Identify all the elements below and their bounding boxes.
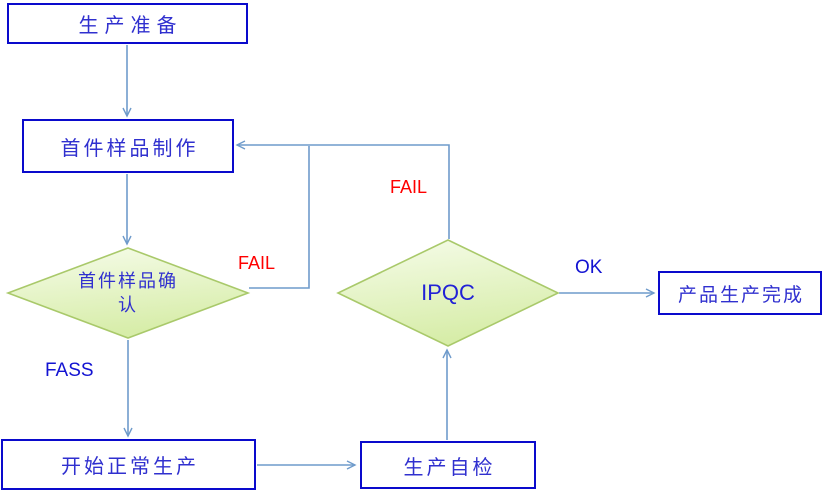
- diamond-ipqc: [336, 239, 560, 347]
- node-product-complete-label: 产品生产完成: [677, 283, 804, 306]
- edge-label-fail-ipqc: FAIL: [390, 177, 428, 197]
- edge-ipqc-fail-to-first-sample: [235, 140, 450, 239]
- node-production-preparation: 生产准备: [7, 3, 248, 44]
- edge-first-confirm-fail-segment: [249, 146, 310, 289]
- node-production-self-check-label: 生产自检: [403, 454, 496, 479]
- diamond-first-confirm: [5, 247, 251, 339]
- edge-label-fail-first-confirm: FAIL: [238, 253, 276, 273]
- node-product-complete: 产品生产完成: [658, 271, 822, 315]
- node-production-self-check: 生产自检: [360, 441, 536, 489]
- edge-label-fass: FASS: [45, 360, 94, 381]
- edge-label-ok: OK: [575, 257, 603, 278]
- node-start-normal-production-label: 开始正常生产: [61, 454, 199, 478]
- node-start-normal-production: 开始正常生产: [1, 439, 256, 490]
- node-production-preparation-label: 生产准备: [78, 13, 183, 37]
- node-first-sample-production: 首件样品制作: [22, 119, 234, 173]
- node-first-sample-production-label: 首件样品制作: [60, 135, 199, 160]
